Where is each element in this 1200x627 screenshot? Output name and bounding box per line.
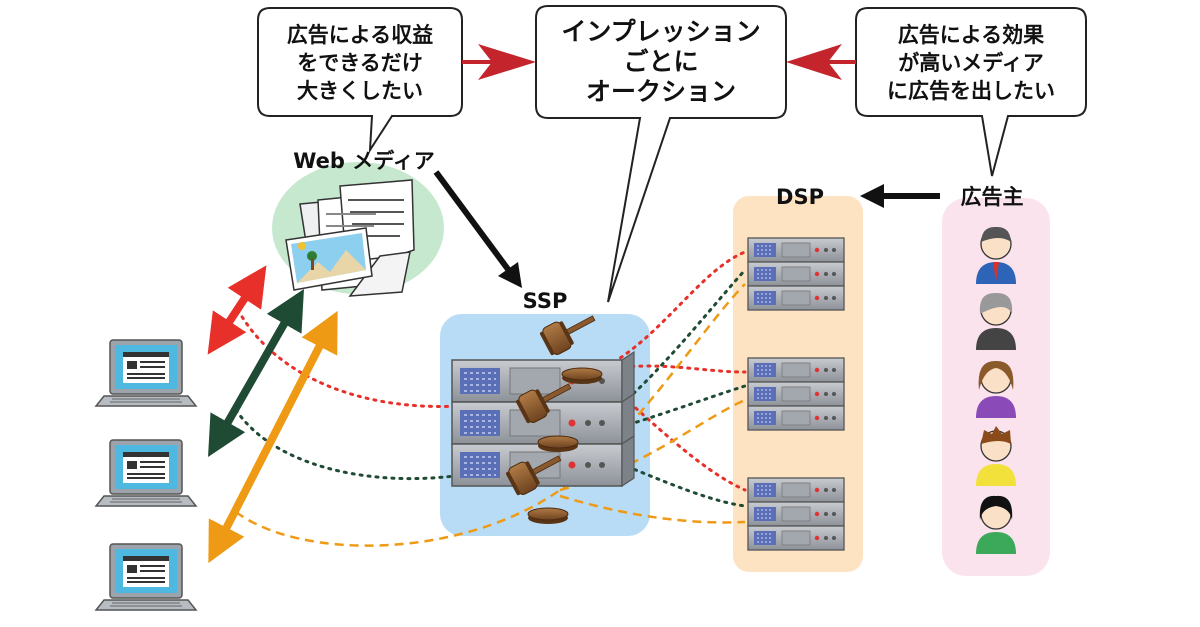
- auction-line-3: オークション: [586, 77, 736, 106]
- web-media-documents: [285, 179, 415, 297]
- media-goal-bubble: 広告による収益 をできるだけ 大きくしたい: [257, 7, 463, 154]
- server-rack-icon: [748, 238, 844, 310]
- laptop-icon: [95, 543, 197, 611]
- advertiser-goal-line-3: に広告を出したい: [887, 79, 1055, 103]
- media-to-auction-arrow: [462, 44, 536, 80]
- auction-line-1: インプレッション: [561, 17, 760, 46]
- person-icon: [975, 495, 1017, 555]
- person-icon: [975, 292, 1017, 351]
- advertiser-goal-bubble: 広告による効果 が高いメディア に広告を出したい: [855, 7, 1087, 177]
- server-rack-icon: [748, 478, 844, 550]
- person-icon: [975, 426, 1017, 487]
- advertiser-goal-line-2: が高いメディア: [898, 51, 1044, 75]
- advertiser-to-dsp-arrow: [860, 184, 940, 208]
- laptop-icon: [95, 439, 197, 507]
- auction-line-2: ごとに: [623, 47, 698, 76]
- ssp-label: SSP: [523, 289, 568, 313]
- person-icon: [975, 360, 1017, 419]
- picture-icon: [285, 227, 373, 291]
- advertiser-goal-line-1: 広告による効果: [898, 23, 1044, 47]
- advertiser-to-auction-arrow: [786, 44, 856, 80]
- media-to-ssp-arrow: [433, 170, 522, 288]
- laptop-icon: [95, 339, 197, 407]
- web-media-label: Web メディア: [293, 149, 435, 173]
- media-goal-line-1: 広告による収益: [287, 23, 433, 47]
- server-rack-icon: [748, 358, 844, 430]
- media-goal-line-2: をできるだけ: [297, 51, 423, 75]
- dsp-label: DSP: [776, 185, 824, 209]
- advertiser-label: 広告主: [961, 185, 1024, 209]
- auction-bubble: インプレッション ごとに オークション: [535, 5, 787, 303]
- person-icon: [975, 226, 1017, 285]
- orange-traffic-arrow: [208, 310, 338, 564]
- green-traffic-arrow: [208, 289, 304, 457]
- media-goal-line-3: 大きくしたい: [297, 79, 423, 103]
- red-traffic-arrow: [207, 265, 267, 355]
